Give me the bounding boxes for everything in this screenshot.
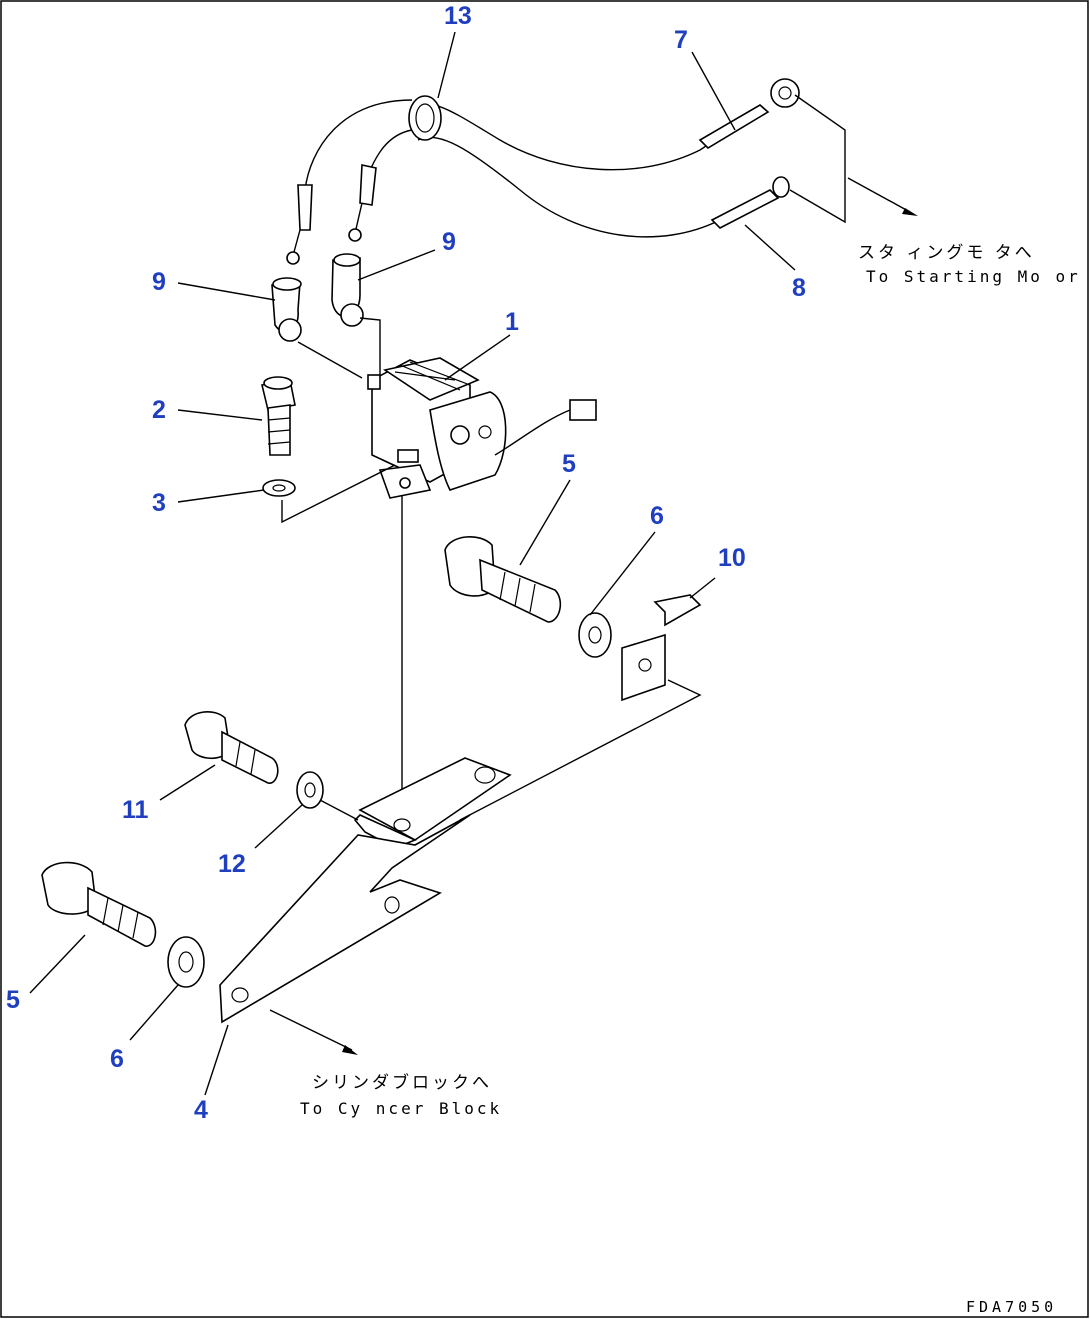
callout-9-left: 9 (152, 268, 166, 296)
callout-12: 12 (218, 850, 246, 878)
callout-11: 11 (122, 796, 149, 824)
washer-6-upper (578, 612, 612, 658)
callout-4: 4 (194, 1096, 208, 1124)
callout-3: 3 (152, 489, 166, 517)
bracket-4 (219, 757, 512, 1055)
washer-12 (296, 771, 359, 821)
callout-2: 2 (152, 396, 166, 424)
cable-assembly (286, 78, 918, 265)
leader-lines (29, 31, 796, 1096)
bolt-11 (184, 711, 279, 784)
clip-10 (459, 594, 702, 821)
bolt-2 (261, 376, 296, 456)
callout-1: 1 (505, 308, 519, 336)
ring-terminal-7 (770, 78, 800, 108)
cylinder-block-label-en: To Cy ncer Block (300, 1099, 502, 1118)
washer-3 (262, 464, 396, 524)
callout-7: 7 (674, 26, 688, 54)
callout-9-right: 9 (442, 228, 456, 256)
callout-13: 13 (444, 2, 472, 30)
cylinder-block-label-jp: シリンダブロックへ (312, 1072, 492, 1093)
drawing-code: FDA7050 (966, 1298, 1057, 1316)
callout-8: 8 (792, 274, 806, 302)
callout-10: 10 (718, 544, 746, 572)
callout-5-lower: 5 (6, 986, 20, 1014)
washer-6-lower (167, 936, 205, 988)
callout-6-upper: 6 (650, 502, 664, 530)
battery-relay (367, 357, 597, 499)
terminal-cap-right (331, 253, 381, 390)
ring-terminal-8 (772, 176, 790, 198)
callout-5-upper: 5 (562, 450, 576, 478)
bolt-5-lower (41, 861, 157, 947)
relay-connector (569, 399, 597, 421)
cable-grommet (408, 95, 442, 141)
starting-motor-label-en: To Starting Mo or (866, 267, 1081, 286)
starting-motor-label-jp: スタ ィングモ タへ (858, 243, 1035, 263)
bolt-5-upper (444, 536, 562, 623)
terminal-cap-left (271, 277, 363, 379)
callout-6-lower: 6 (110, 1045, 124, 1073)
